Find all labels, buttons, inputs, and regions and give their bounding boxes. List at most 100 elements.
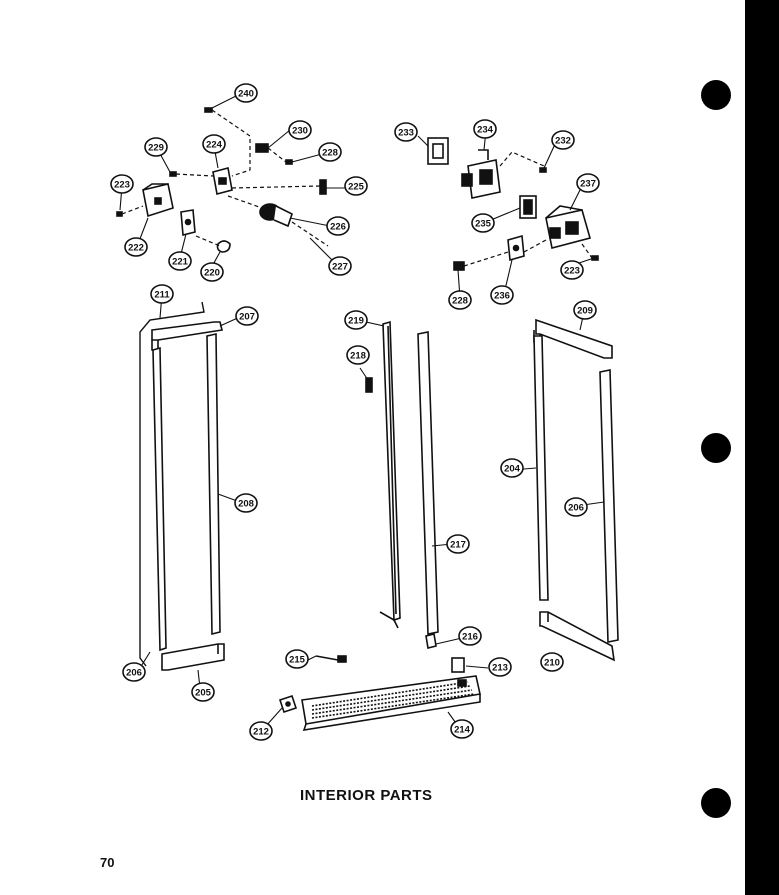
part-thermostat-224 (212, 167, 233, 195)
part-callout-label: 207 (239, 312, 255, 323)
part-callout-219: 219 (344, 310, 368, 330)
part-timer-234 (461, 149, 501, 199)
part-callout-228: 228 (318, 142, 342, 162)
part-callout-204: 204 (500, 458, 524, 478)
part-callout-label: 234 (477, 125, 494, 136)
page-number: 70 (100, 855, 115, 870)
part-grille-214 (301, 675, 481, 731)
part-callout-224: 224 (202, 134, 226, 154)
part-callout-210: 210 (540, 652, 564, 672)
part-trim-left-204 (533, 335, 549, 601)
part-screw-215 (315, 655, 347, 663)
leader-dashed-upper-left (121, 109, 329, 247)
part-callout-205: 205 (191, 682, 215, 702)
part-callout-207: 207 (235, 306, 259, 326)
part-callout-206: 206 (564, 497, 588, 517)
part-label-213 (451, 657, 465, 673)
part-callout-223: 223 (110, 174, 134, 194)
part-callout-236: 236 (490, 285, 514, 305)
part-callout-label: 237 (580, 179, 596, 190)
part-frame-236 (519, 195, 537, 219)
part-callout-240: 240 (234, 83, 258, 103)
part-callout-230: 230 (288, 120, 312, 140)
part-control-box-222 (142, 183, 174, 218)
part-callout-label: 222 (128, 243, 144, 254)
part-trim-right-208 (206, 333, 221, 636)
part-clip-216 (425, 633, 437, 649)
part-callout-212: 212 (249, 721, 273, 741)
part-frame-233 (427, 137, 449, 165)
part-plate-235 (507, 234, 525, 262)
part-control-box-237 (545, 205, 591, 249)
part-callout-232: 232 (551, 130, 575, 150)
part-callout-label: 210 (544, 658, 560, 669)
part-mullion-219 (379, 320, 401, 629)
part-callout-218: 218 (346, 345, 370, 365)
part-callout-label: 209 (577, 306, 593, 317)
diagram-title: INTERIOR PARTS (300, 787, 433, 804)
part-callout-balloons: 240 229 224 230 228 223 225 226 222 221 220 227 233 2… (110, 83, 600, 741)
part-trim-top-209 (533, 318, 613, 359)
part-trim-bottom-210 (539, 611, 616, 662)
part-bracket-221 (180, 209, 196, 237)
part-callout-label: 226 (330, 222, 346, 233)
part-callout-225: 225 (344, 176, 368, 196)
part-callout-label: 224 (206, 140, 223, 151)
part-callout-label: 214 (454, 725, 471, 736)
part-screws-upper-left (116, 107, 293, 217)
part-callout-label: 211 (154, 290, 170, 301)
part-callout-label: 208 (238, 499, 254, 510)
part-callout-229: 229 (144, 137, 168, 157)
part-callout-label: 240 (238, 89, 254, 100)
part-callout-220: 220 (200, 262, 224, 282)
part-callout-217: 217 (446, 534, 470, 554)
part-callout-233: 233 (394, 122, 418, 142)
part-callout-235: 235 (471, 213, 495, 233)
part-callout-label: 220 (204, 268, 220, 279)
part-callout-226: 226 (326, 216, 350, 236)
part-spring-225 (319, 179, 327, 195)
part-callout-label: 235 (475, 219, 492, 230)
part-callout-213: 213 (488, 657, 512, 677)
part-callout-222: 222 (124, 237, 148, 257)
part-clip-218 (365, 377, 373, 393)
exploded-view-drawing: 240 229 224 230 228 223 225 226 222 221 220 227 233 2… (110, 83, 619, 741)
part-callout-label: 228 (452, 296, 468, 307)
part-callout-214: 214 (450, 719, 474, 739)
part-spring-230 (255, 143, 269, 153)
part-callout-206: 206 (122, 662, 146, 682)
part-callout-221: 221 (168, 251, 192, 271)
part-callout-label: 218 (350, 351, 366, 362)
part-callout-209: 209 (573, 300, 597, 320)
part-callout-label: 215 (289, 655, 306, 666)
part-callout-227: 227 (328, 256, 352, 276)
part-trim-right-206b (599, 369, 619, 643)
part-callout-label: 206 (568, 503, 584, 514)
part-callout-237: 237 (576, 173, 600, 193)
part-callout-label: 223 (564, 266, 580, 277)
part-callout-label: 228 (322, 148, 338, 159)
part-callout-label: 225 (348, 182, 365, 193)
part-callout-label: 223 (114, 180, 130, 191)
binding-edge (745, 0, 779, 895)
part-callout-label: 233 (398, 128, 414, 139)
part-hinge-212 (278, 694, 298, 714)
part-damper-226 (259, 203, 293, 228)
part-callout-label: 227 (332, 262, 348, 273)
punch-hole (701, 433, 731, 463)
part-callout-label: 229 (148, 143, 164, 154)
leader-dashed-upper-right (463, 151, 593, 267)
punch-hole (701, 788, 731, 818)
part-callout-228: 228 (448, 290, 472, 310)
part-callout-label: 216 (462, 632, 478, 643)
part-callout-label: 204 (504, 464, 521, 475)
part-callout-label: 205 (195, 688, 212, 699)
punch-hole (701, 80, 731, 110)
part-knob-228-right (453, 261, 465, 271)
part-callout-label: 236 (494, 291, 510, 302)
part-callout-223: 223 (560, 260, 584, 280)
part-callout-label: 212 (253, 727, 269, 738)
part-knob-220 (216, 240, 231, 253)
part-callout-label: 219 (348, 316, 364, 327)
